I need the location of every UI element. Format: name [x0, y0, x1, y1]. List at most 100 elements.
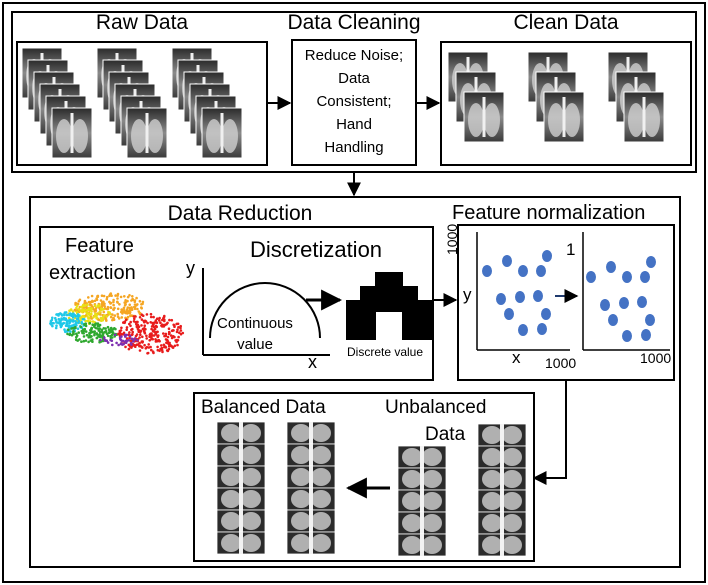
scatter-point [130, 343, 133, 346]
normalization-dot [645, 314, 655, 326]
scatter-point [66, 332, 69, 336]
scatter-point [125, 328, 128, 332]
scatter-point [106, 305, 110, 309]
scatter-point [167, 332, 171, 336]
scatter-point [120, 316, 124, 319]
scatter-point [105, 339, 108, 343]
right-xmax-label: 1000 [640, 350, 672, 366]
scatter-point [162, 332, 165, 335]
scatter-point [72, 331, 75, 335]
discretization-title: Discretization [250, 237, 383, 262]
scatter-point [95, 316, 99, 320]
scatter-point [138, 299, 142, 303]
scatter-point [128, 294, 131, 297]
scatter-point [177, 326, 180, 329]
scatter-point [128, 306, 132, 310]
scatter-point [112, 303, 115, 307]
scatter-point [143, 324, 146, 328]
scatter-point [91, 338, 94, 341]
scatter-point [125, 337, 129, 340]
scatter-point [74, 338, 78, 342]
normalization-dot [504, 308, 514, 320]
scatter-point [80, 340, 83, 344]
scatter-point [166, 335, 170, 339]
scatter-point [90, 294, 94, 298]
scatter-point [65, 313, 69, 317]
scatter-point [60, 313, 63, 316]
feature-normalization-title: Feature normalization [452, 202, 646, 224]
scatter-point [141, 346, 144, 349]
scatter-point [145, 313, 149, 316]
scatter-point [149, 345, 152, 349]
continuous-curve [209, 282, 321, 339]
scatter-point [126, 315, 130, 319]
discretization-y-label: y [186, 258, 195, 278]
scatter-point [88, 334, 91, 337]
scatter-point [176, 322, 180, 326]
scatter-point [129, 320, 132, 324]
scatter-point [51, 316, 54, 320]
scatter-point [178, 331, 181, 335]
scatter-point [141, 314, 145, 318]
scatter-point [139, 333, 142, 337]
scatter-point [62, 316, 66, 320]
scatter-point [143, 343, 146, 347]
scatter-point [124, 333, 127, 337]
scatter-point [73, 308, 77, 312]
left-xmax-label: 1000 [545, 355, 577, 371]
scatter-point [176, 328, 179, 332]
normalization-dot [537, 323, 547, 335]
scatter-point [179, 329, 183, 332]
scatter-point [77, 308, 80, 311]
scatter-point [96, 295, 99, 298]
scatter-point [109, 330, 112, 334]
scatter-point [60, 324, 63, 327]
normalization-dot [496, 293, 506, 305]
scatter-point [109, 338, 112, 342]
scatter-point [100, 308, 103, 312]
scatter-point [137, 325, 141, 329]
scatter-point [181, 331, 185, 335]
normalization-dot [518, 324, 528, 336]
scatter-point [117, 332, 120, 336]
feature-label-line1: Feature [65, 235, 134, 257]
scatter-point [55, 324, 58, 328]
scatter-point [151, 322, 155, 326]
balanced-data-title: Balanced Data [201, 397, 326, 418]
scatter-point [144, 320, 148, 323]
scatter-point [124, 310, 127, 314]
scatter-point [85, 333, 89, 337]
scatter-point [163, 345, 166, 349]
normalization-dot [641, 329, 651, 341]
scatter-point [80, 305, 83, 309]
scatter-point [127, 347, 131, 351]
normalization-dot [622, 330, 632, 342]
scatter-point [150, 336, 153, 339]
scatter-point [179, 326, 182, 330]
scatter-point [75, 306, 78, 310]
scatter-point [83, 323, 86, 326]
data-cleaning-box [291, 39, 417, 166]
scatter-point [120, 326, 123, 330]
scatter-point [131, 330, 134, 334]
scatter-point [50, 318, 54, 322]
scatter-point [150, 327, 153, 331]
discrete-blocks [346, 272, 432, 340]
scatter-point [134, 345, 137, 349]
scatter-point [136, 338, 139, 342]
scatter-point [135, 296, 138, 300]
scatter-point [175, 330, 179, 334]
scatter-point [95, 298, 99, 302]
scatter-point [54, 326, 58, 330]
scatter-point [134, 334, 138, 338]
scatter-point [92, 316, 95, 319]
normalization-dot [586, 271, 596, 283]
scatter-point [104, 329, 108, 333]
scatter-point [160, 344, 163, 347]
right-ymax-label: 1 [566, 240, 576, 259]
normalization-dot [619, 297, 629, 309]
raw-data-title: Raw Data [95, 11, 189, 34]
normalization-dot [640, 271, 650, 283]
scatter-point [77, 315, 80, 319]
